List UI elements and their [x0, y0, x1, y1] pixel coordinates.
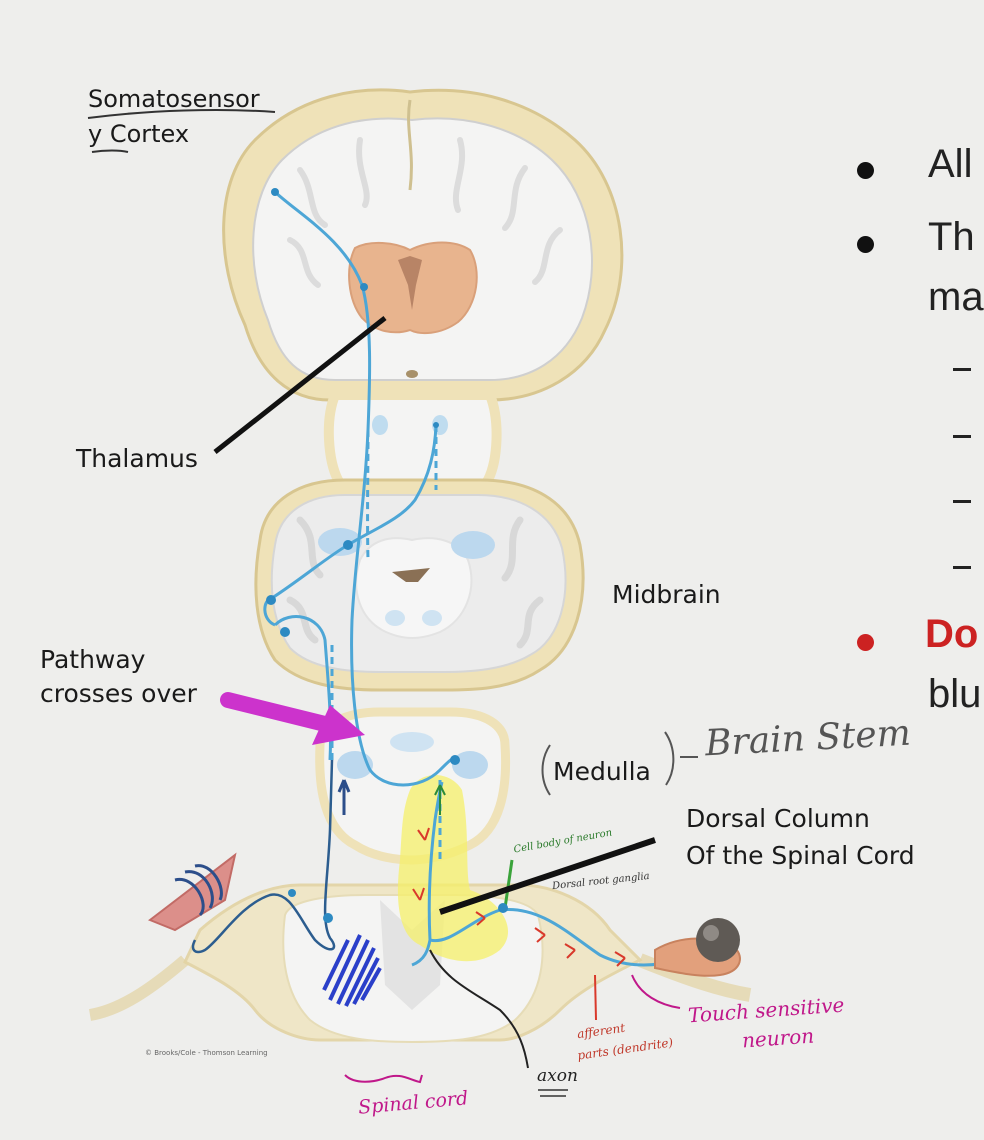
- dorsal-column-label-line2: Of the Spinal Cord: [686, 841, 915, 870]
- sub-bullet-dash: [953, 368, 971, 371]
- somatosensory-label-line2: y Cortex: [88, 120, 190, 148]
- dorsal-column-label-line1: Dorsal Column: [686, 804, 870, 833]
- bullet-1-text: All: [928, 142, 973, 186]
- afferent-arrows: [412, 827, 626, 967]
- axon-annotation: axon: [537, 1066, 578, 1086]
- midbrain-label: Midbrain: [612, 580, 721, 609]
- bullet-dot-red: [857, 634, 874, 651]
- crossover-arrow: [220, 692, 365, 745]
- bullet-dot: [857, 236, 874, 253]
- sub-bullet-dash: [953, 566, 971, 569]
- sub-bullet-dash: [953, 500, 971, 503]
- axon-line: [429, 949, 529, 1069]
- somatosensory-label-line1: Somatosensor: [88, 85, 260, 113]
- muscle-shape: [147, 852, 237, 932]
- bullet-dot: [857, 162, 874, 179]
- midbrain-section: [254, 478, 585, 692]
- touch-neuron-annotation-line2: neuron: [741, 1023, 815, 1053]
- dorsal-arrows: [434, 784, 446, 815]
- neuron-cell-bodies: [266, 188, 685, 965]
- thalamus-leader-line: [213, 316, 387, 454]
- brain-section: [222, 88, 624, 402]
- bullet-2-text-line1: Th: [928, 215, 975, 259]
- hand-with-ball: [654, 918, 741, 977]
- thalamus-label: Thalamus: [76, 444, 198, 473]
- sub-bullet-dash: [953, 435, 971, 438]
- bullet-2-text-line2: ma: [928, 275, 984, 319]
- bullet-5-text-line2: blu: [928, 672, 982, 716]
- pathway-label-line1: Pathway: [40, 645, 146, 674]
- pathway-label-line2: crosses over: [40, 679, 197, 708]
- bullet-5-text-line1: Do: [925, 612, 979, 656]
- dorsal-column-leader-line: [439, 837, 656, 915]
- copyright-label: © Brooks/Cole - Thomson Learning: [145, 1049, 268, 1057]
- medulla-label: Medulla: [553, 757, 651, 786]
- cell-body-pointer: [503, 859, 514, 909]
- hatched-tract: [322, 934, 382, 1007]
